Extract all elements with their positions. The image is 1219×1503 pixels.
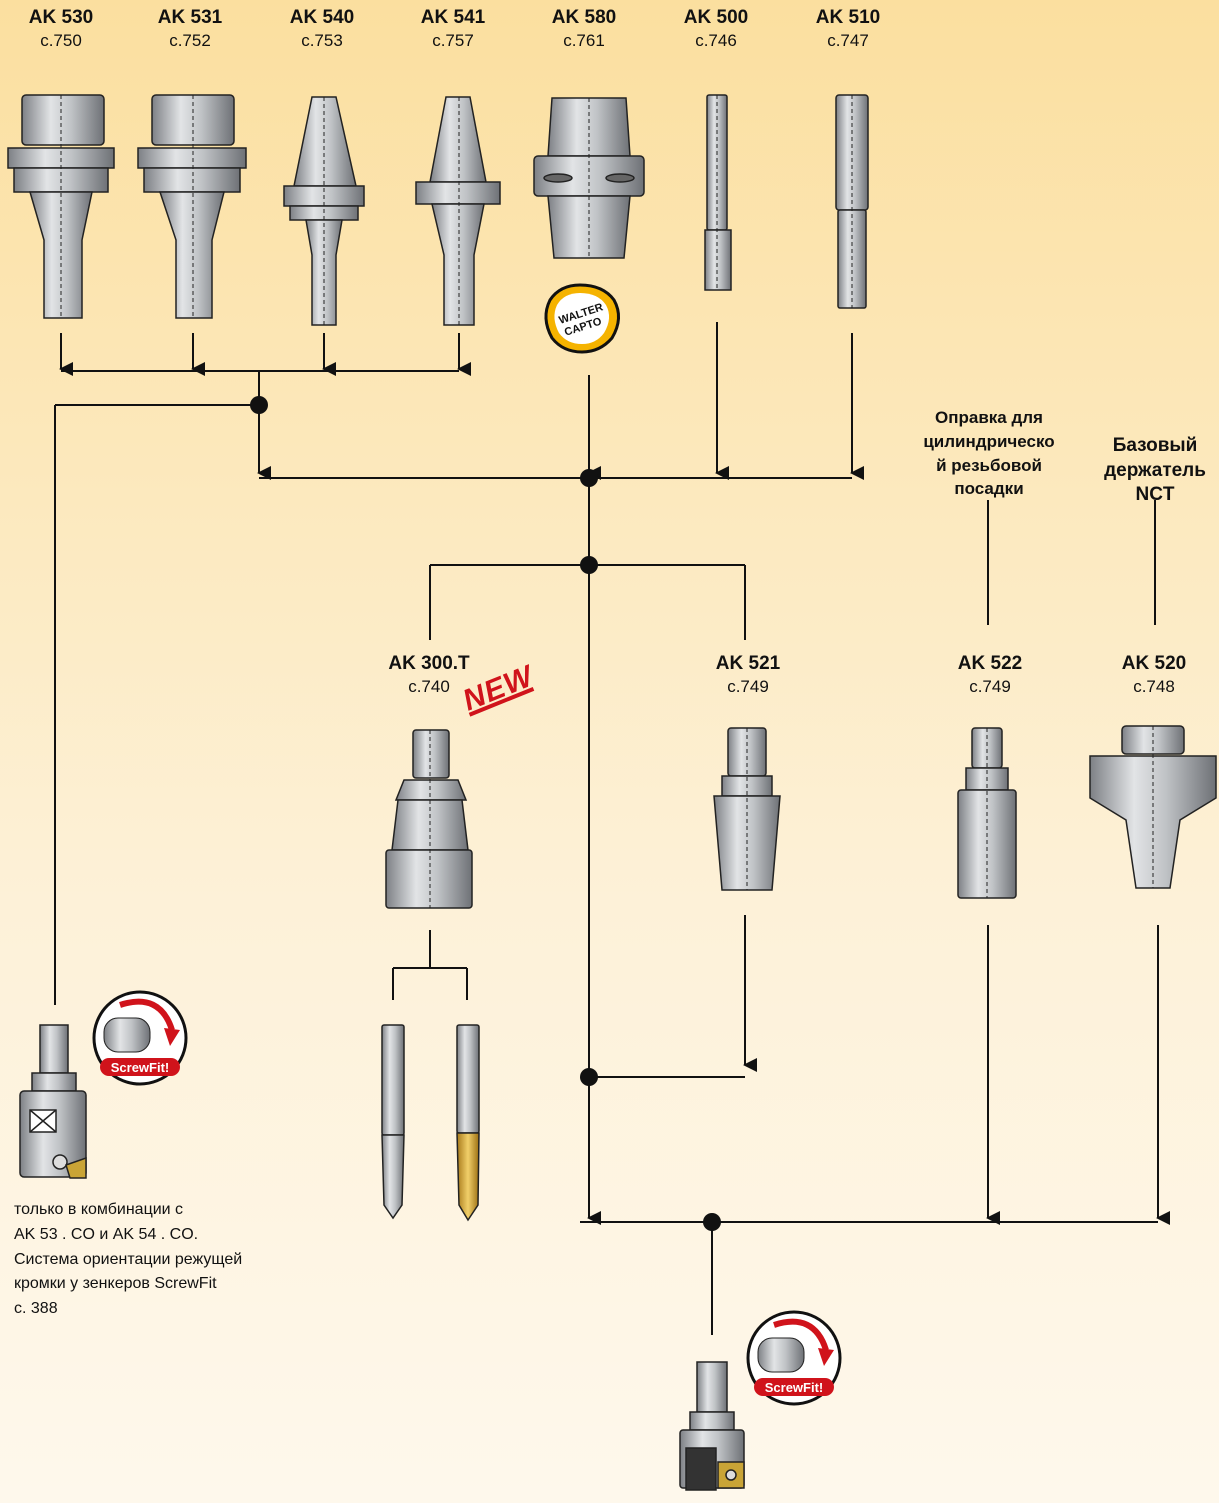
tool-page: с.746 [666,30,766,51]
tool-code: AK 531 [140,6,240,30]
footnote-line: с. 388 [14,1297,334,1322]
tool-ak580-drawing [534,98,644,258]
tool-code: AK 541 [403,6,503,30]
note-base-holder: Базовый держатель NCT [1092,434,1218,508]
screwfit-adapter-left-drawing [20,1025,86,1178]
screwfit-badge-left: ScrewFit! [94,992,186,1084]
screwfit-label-left: ScrewFit! [111,1060,170,1075]
tool-ak300t-drawing [386,730,472,908]
tool-page: с.761 [534,30,634,51]
label-ak520: AK 520 с.748 [1102,652,1206,697]
note-line: цилиндрическо [908,430,1070,454]
screwfit-badge-bottom: ScrewFit! [748,1312,840,1404]
tool-code: AK 300.T [370,652,488,676]
label-ak510: AK 510 с.747 [798,6,898,51]
note-line: й резьбовой [908,454,1070,478]
note-line: держатель [1092,459,1218,484]
tool-code: AK 521 [696,652,800,676]
label-ak580: AK 580 с.761 [534,6,634,51]
drill-right-drawing [457,1025,479,1220]
tool-ak520-drawing [1090,726,1216,888]
note-line: NCT [1092,483,1218,508]
screwfit-label-bottom: ScrewFit! [765,1380,824,1395]
screwfit-adapter-bottom-drawing [680,1362,744,1490]
tool-page: с.749 [938,676,1042,697]
tool-ak540-drawing [284,97,364,325]
footnote-line: только в комбинации с [14,1198,334,1223]
tool-code: AK 500 [666,6,766,30]
note-threaded-mount: Оправка для цилиндрическо й резьбовой по… [908,406,1070,501]
footnote-line: Система ориентации режущей [14,1248,334,1273]
tool-code: AK 510 [798,6,898,30]
tool-page: с.747 [798,30,898,51]
label-ak541: AK 541 с.757 [403,6,503,51]
label-ak521: AK 521 с.749 [696,652,800,697]
tool-ak500-drawing [705,95,731,290]
tool-page: с.748 [1102,676,1206,697]
tool-code: AK 540 [272,6,372,30]
screwfit-footnote: только в комбинации с AK 53 . CO и AK 54… [14,1198,334,1322]
tool-code: AK 522 [938,652,1042,676]
tool-code: AK 520 [1102,652,1206,676]
tool-ak541-drawing [416,97,500,325]
drill-left-drawing [382,1025,404,1218]
label-ak540: AK 540 с.753 [272,6,372,51]
label-ak500: AK 500 с.746 [666,6,766,51]
tool-code: AK 530 [11,6,111,30]
tool-page: с.749 [696,676,800,697]
label-ak522: AK 522 с.749 [938,652,1042,697]
tool-page: с.750 [11,30,111,51]
label-ak530: AK 530 с.750 [11,6,111,51]
note-line: Базовый [1092,434,1218,459]
tool-ak531-drawing [138,95,246,318]
tool-ak522-drawing [958,728,1016,898]
tool-page: с.752 [140,30,240,51]
footnote-line: AK 53 . CO и AK 54 . CO. [14,1223,334,1248]
walter-capto-logo: WALTER CAPTO [546,285,619,352]
note-line: посадки [908,477,1070,501]
tool-code: AK 580 [534,6,634,30]
tool-ak510-drawing [836,95,868,308]
tool-ak530-drawing [8,95,114,318]
label-ak531: AK 531 с.752 [140,6,240,51]
tool-ak521-drawing [714,728,780,890]
junction-dots [250,396,721,1231]
footnote-line: кромки у зенкеров ScrewFit [14,1272,334,1297]
note-line: Оправка для [908,406,1070,430]
tool-page: с.757 [403,30,503,51]
tool-page: с.753 [272,30,372,51]
